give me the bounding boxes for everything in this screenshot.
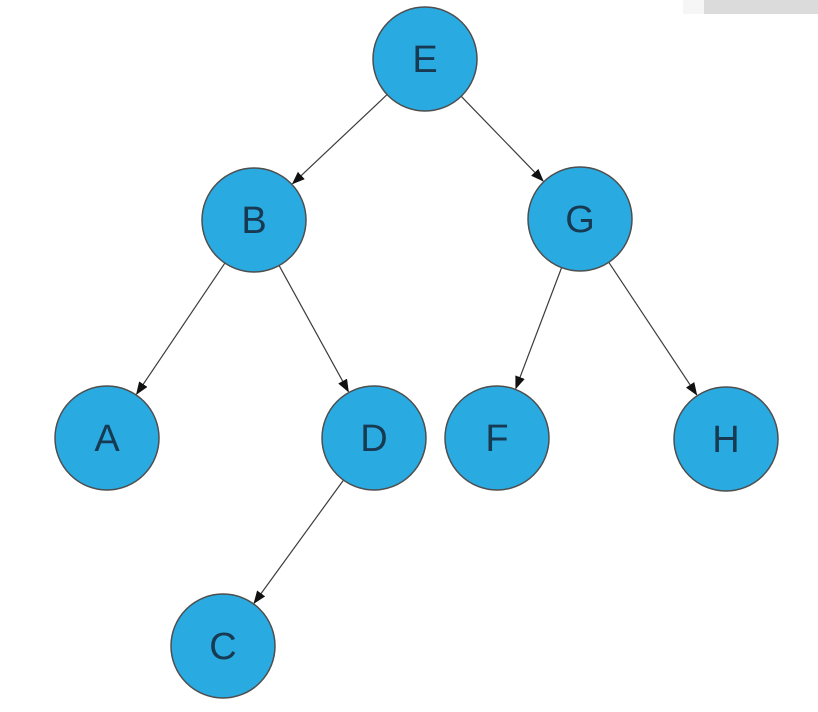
edge-E-G <box>460 95 544 182</box>
tree-node-label-E: E <box>412 39 437 81</box>
tree-node-H: H <box>673 386 779 492</box>
tree-node-circle-E <box>372 6 478 112</box>
edge-E-B <box>291 94 388 185</box>
tree-node-D: D <box>321 385 427 491</box>
edge-B-D <box>278 265 349 393</box>
edges-layer <box>136 94 698 604</box>
tree-node-label-H: H <box>712 419 739 461</box>
window-edge-artifact-dark <box>704 0 818 14</box>
edge-G-H <box>608 261 698 396</box>
tree-node-F: F <box>444 385 550 491</box>
tree-node-B: B <box>201 167 307 273</box>
edge-G-F <box>515 267 563 390</box>
tree-node-label-F: F <box>485 418 508 460</box>
tree-node-circle-C <box>170 593 276 699</box>
tree-node-label-B: B <box>241 200 266 242</box>
tree-node-E: E <box>372 6 478 112</box>
tree-node-circle-A <box>54 385 160 491</box>
edge-B-A <box>136 262 226 395</box>
tree-node-circle-F <box>444 385 550 491</box>
nodes-layer: E B G A D F H C <box>54 6 779 699</box>
tree-node-circle-B <box>201 167 307 273</box>
tree-node-circle-H <box>673 386 779 492</box>
tree-node-label-A: A <box>94 418 120 460</box>
tree-node-circle-G <box>527 166 633 272</box>
tree-node-C: C <box>170 593 276 699</box>
edge-D-C <box>253 479 344 604</box>
tree-node-label-C: C <box>209 626 236 668</box>
tree-node-label-D: D <box>360 418 387 460</box>
tree-node-label-G: G <box>565 199 595 241</box>
tree-node-G: G <box>527 166 633 272</box>
window-edge-artifact-light <box>683 0 704 14</box>
tree-node-A: A <box>54 385 160 491</box>
tree-node-circle-D <box>321 385 427 491</box>
